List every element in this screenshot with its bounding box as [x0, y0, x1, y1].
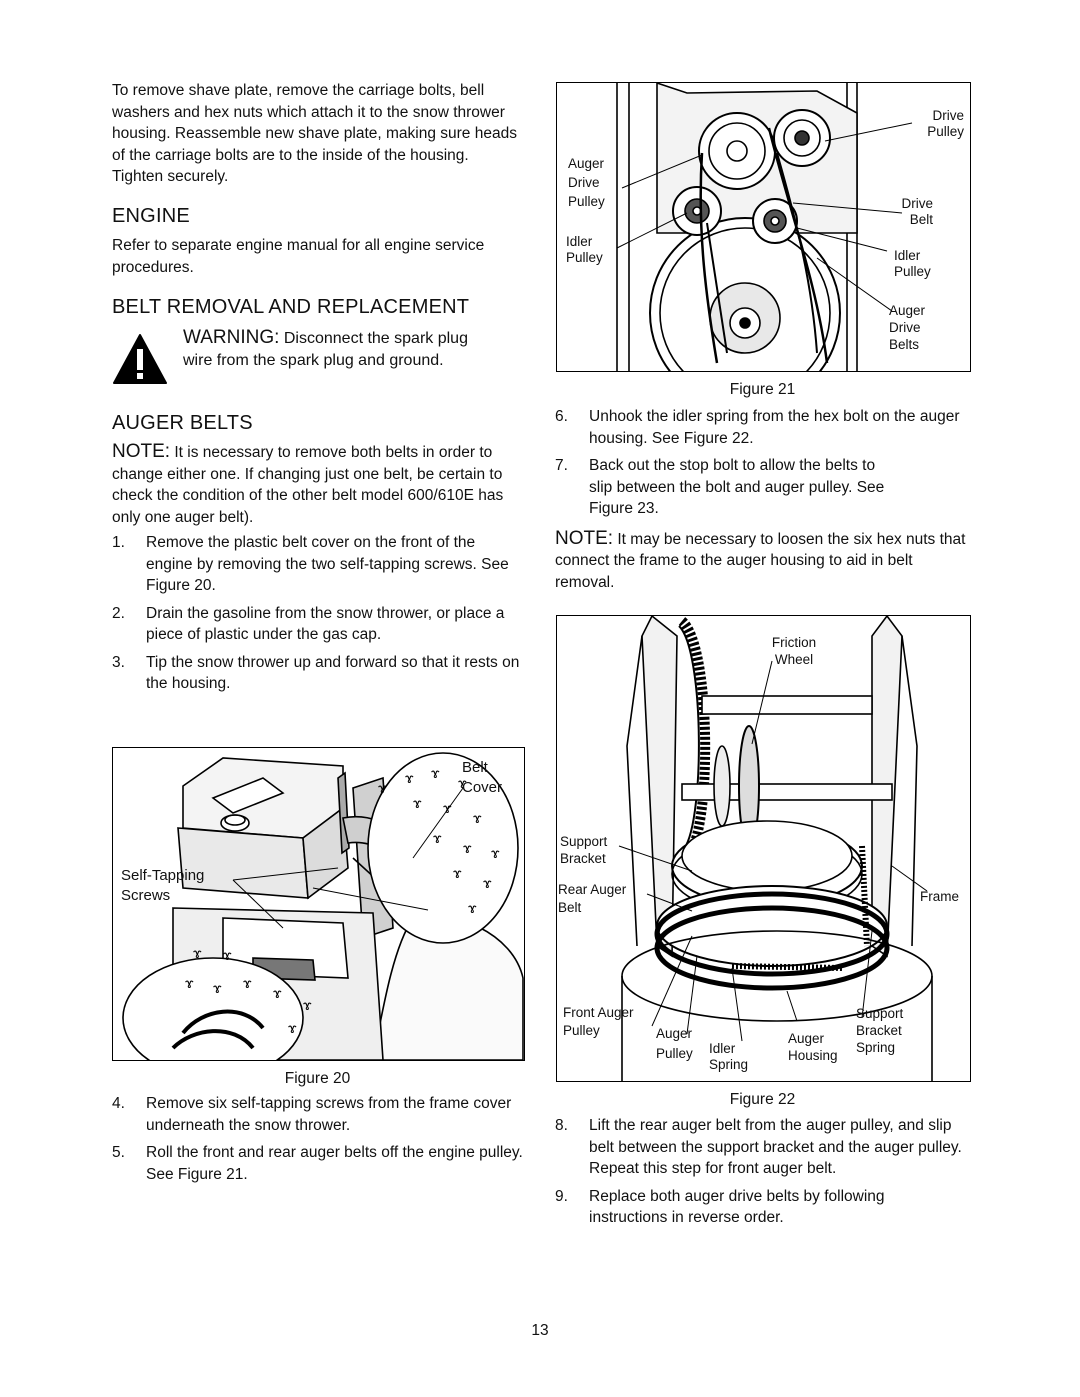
svg-text:ɤ: ɤ	[463, 840, 472, 856]
label-idler-spring: Idler Spring	[709, 1041, 749, 1072]
note-body: It is necessary to remove both belts in …	[112, 444, 504, 526]
svg-text:ɤ: ɤ	[491, 845, 500, 861]
step-number: 6.	[555, 408, 568, 425]
svg-text:ɤ: ɤ	[458, 775, 467, 791]
auger-belts-frame-drawing	[618, 616, 933, 1081]
warning-triangle-icon	[113, 333, 167, 384]
step-number: 5.	[112, 1144, 125, 1161]
svg-text:ɤ: ɤ	[303, 997, 312, 1013]
step-number: 2.	[112, 604, 125, 622]
left-column-bottom: 4. Remove six self-tapping screws from th…	[112, 1093, 524, 1185]
note-paragraph: NOTE: It is necessary to remove both bel…	[112, 441, 524, 528]
svg-text:ɤ: ɤ	[433, 830, 442, 846]
note-lead: NOTE:	[112, 441, 171, 462]
steps-list-4: 8. Lift the rear auger belt from the auge…	[555, 1115, 967, 1229]
svg-text:ɤ: ɤ	[378, 780, 387, 796]
svg-text:ɤ: ɤ	[213, 980, 222, 996]
step-text: Drain the gasoline from the snow thrower…	[146, 604, 505, 644]
step-text: Remove the plastic belt cover on the fro…	[146, 534, 509, 594]
label-auger-drive-pulley: Auger Drive Pulley	[568, 156, 605, 209]
list-item: 8. Lift the rear auger belt from the auge…	[555, 1115, 967, 1180]
steps-list-1: 1. Remove the plastic belt cover on the f…	[112, 532, 524, 695]
svg-text:ɤ: ɤ	[443, 800, 452, 816]
label-rear-auger-belt: Rear Auger Belt	[558, 882, 627, 915]
list-item: 1. Remove the plastic belt cover on the f…	[112, 532, 524, 597]
label-auger-housing: Auger Housing	[788, 1031, 838, 1063]
figure-22-illustration	[556, 615, 971, 1082]
label-front-auger-pulley: Front Auger Pulley	[563, 1005, 634, 1038]
step-text: Tip the snow thrower up and forward so t…	[146, 653, 520, 693]
label-belt-cover: Belt Cover	[462, 759, 503, 796]
intro-paragraph: To remove shave plate, remove the carria…	[112, 82, 517, 185]
list-item: 6. Unhook the idler spring from the hex b…	[555, 406, 967, 449]
step-number: 3.	[112, 653, 125, 671]
list-item: 3. Tip the snow thrower up and forward so…	[112, 652, 524, 695]
note-lead-2: NOTE:	[555, 527, 614, 549]
figure-21-illustration	[556, 82, 971, 372]
warning-text: WARNING: Disconnect the spark plug wire …	[183, 327, 483, 372]
step-number: 9.	[555, 1187, 568, 1205]
svg-text:ɤ: ɤ	[473, 810, 482, 826]
label-auger-drive-belts: Auger Drive Belts	[889, 303, 926, 352]
label-support-bracket-spring: Support Bracket Spring	[856, 1006, 904, 1055]
svg-text:ɤ: ɤ	[405, 770, 414, 786]
engine-pulleys-drawing	[616, 83, 913, 371]
step-text: Back out the stop bolt to allow the belt…	[589, 457, 885, 517]
note-body-2: It may be necessary to loosen the six he…	[555, 530, 966, 591]
note-paragraph-2: NOTE: It may be necessary to loosen the …	[555, 528, 967, 594]
warning-lead: WARNING:	[183, 326, 280, 348]
svg-text:ɤ: ɤ	[185, 975, 194, 991]
steps-list-3: 6. Unhook the idler spring from the hex b…	[555, 406, 967, 520]
svg-text:ɤ: ɤ	[288, 1020, 297, 1036]
label-auger-pulley: Auger Pulley	[656, 1026, 693, 1061]
step-text: Lift the rear auger belt from the auger …	[589, 1117, 962, 1177]
svg-text:ɤ: ɤ	[483, 875, 492, 891]
svg-text:ɤ: ɤ	[243, 975, 252, 991]
belt-removal-heading: BELT REMOVAL AND REPLACEMENT	[112, 296, 470, 318]
warning-block: WARNING: Disconnect the spark plug wire …	[112, 327, 524, 395]
right-column-bottom: 8. Lift the rear auger belt from the auge…	[555, 1115, 967, 1229]
label-self-tapping-screws: Self-Tapping Screws	[121, 867, 205, 904]
page-number: 13	[531, 1322, 549, 1339]
list-item: 9. Replace both auger drive belts by foll…	[555, 1186, 967, 1229]
label-support-bracket-left: Support Bracket	[560, 834, 608, 866]
step-number: 1.	[112, 534, 125, 551]
svg-text:ɤ: ɤ	[223, 947, 232, 963]
svg-text:ɤ: ɤ	[468, 900, 477, 916]
svg-text:ɤ: ɤ	[453, 865, 462, 881]
svg-text:ɤ: ɤ	[273, 985, 282, 1001]
step-text: Remove six self-tapping screws from the …	[146, 1095, 512, 1134]
step-text: Roll the front and rear auger belts off …	[146, 1144, 523, 1183]
left-column: To remove shave plate, remove the carria…	[112, 80, 524, 695]
steps-list-2: 4. Remove six self-tapping screws from th…	[112, 1093, 524, 1185]
label-friction-wheel: Friction Wheel	[771, 635, 817, 667]
label-frame: Frame	[920, 889, 960, 904]
svg-text:ɤ: ɤ	[431, 765, 440, 781]
right-column-text: 6. Unhook the idler spring from the hex b…	[555, 406, 967, 593]
list-item: 5. Roll the front and rear auger belts of…	[112, 1142, 524, 1185]
label-drive-belt: Drive Belt	[901, 196, 933, 227]
list-item: 7. Back out the stop bolt to allow the be…	[555, 455, 967, 520]
label-idler-pulley-right: Idler Pulley	[894, 248, 931, 279]
figure-21-caption: Figure 21	[729, 381, 796, 398]
svg-text:ɤ: ɤ	[193, 945, 202, 961]
step-number: 7.	[555, 457, 568, 474]
auger-belts-heading: AUGER BELTS	[112, 411, 253, 434]
engine-heading: ENGINE	[112, 204, 190, 227]
step-text: Replace both auger drive belts by follow…	[589, 1187, 885, 1227]
warning-body: Disconnect the spark plug wire from the …	[183, 329, 468, 369]
step-number: 4.	[112, 1095, 125, 1112]
svg-text:ɤ: ɤ	[413, 795, 422, 811]
label-drive-pulley: Drive Pulley	[927, 108, 964, 139]
figure-22-caption: Figure 22	[729, 1091, 796, 1108]
list-item: 2. Drain the gasoline from the snow throw…	[112, 603, 524, 646]
engine-paragraph: Refer to separate engine manual for all …	[112, 237, 485, 276]
label-idler-pulley-left: Idler Pulley	[566, 234, 603, 265]
step-text: Unhook the idler spring from the hex bol…	[589, 408, 960, 447]
step-number: 8.	[555, 1117, 568, 1134]
figure-20-caption: Figure 20	[284, 1070, 351, 1087]
list-item: 4. Remove six self-tapping screws from th…	[112, 1093, 524, 1136]
